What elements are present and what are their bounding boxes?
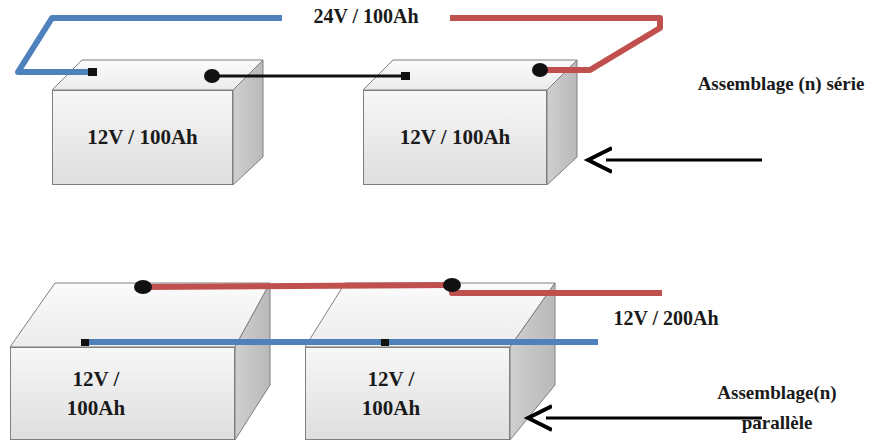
negative-terminal	[88, 68, 97, 76]
battery-rating: 12V / 100Ah	[351, 365, 431, 422]
negative-terminal	[401, 72, 410, 80]
pointer-arrow	[546, 417, 762, 420]
positive-lead	[450, 18, 660, 70]
negative-terminal	[81, 339, 89, 346]
battery-side	[233, 60, 263, 185]
battery-wire	[212, 75, 405, 78]
assembly-label: Assemblage(n) parallèle	[688, 378, 866, 439]
positive-lead	[452, 285, 662, 293]
battery-box: 12V / 100Ah	[363, 90, 547, 185]
assembly-label: 24V / 100Ah	[284, 4, 448, 28]
battery-rating: 12V / 100Ah	[400, 123, 510, 151]
negative-lead	[385, 339, 598, 345]
positive-terminal	[204, 69, 220, 83]
battery-wire	[143, 285, 452, 287]
assembly-label: Assemblage (n) série	[696, 68, 866, 99]
positive-terminal	[443, 278, 461, 292]
pointer-arrow	[606, 159, 762, 162]
assembly-label: 12V / 200Ah	[578, 306, 754, 330]
battery-box: 12V / 100Ah	[10, 347, 235, 440]
battery-rating: 12V / 100Ah	[56, 365, 136, 422]
battery-box: 12V / 100Ah	[305, 347, 510, 440]
positive-terminal	[134, 280, 152, 294]
negative-terminal	[381, 339, 389, 346]
battery-rating: 12V / 100Ah	[87, 123, 197, 151]
positive-terminal	[532, 63, 548, 77]
battery-box: 12V / 100Ah	[52, 90, 233, 185]
battery-side	[510, 283, 555, 440]
negative-lead	[18, 18, 282, 72]
battery-side	[547, 60, 577, 185]
battery-wire	[85, 339, 385, 345]
battery-side	[235, 283, 270, 440]
